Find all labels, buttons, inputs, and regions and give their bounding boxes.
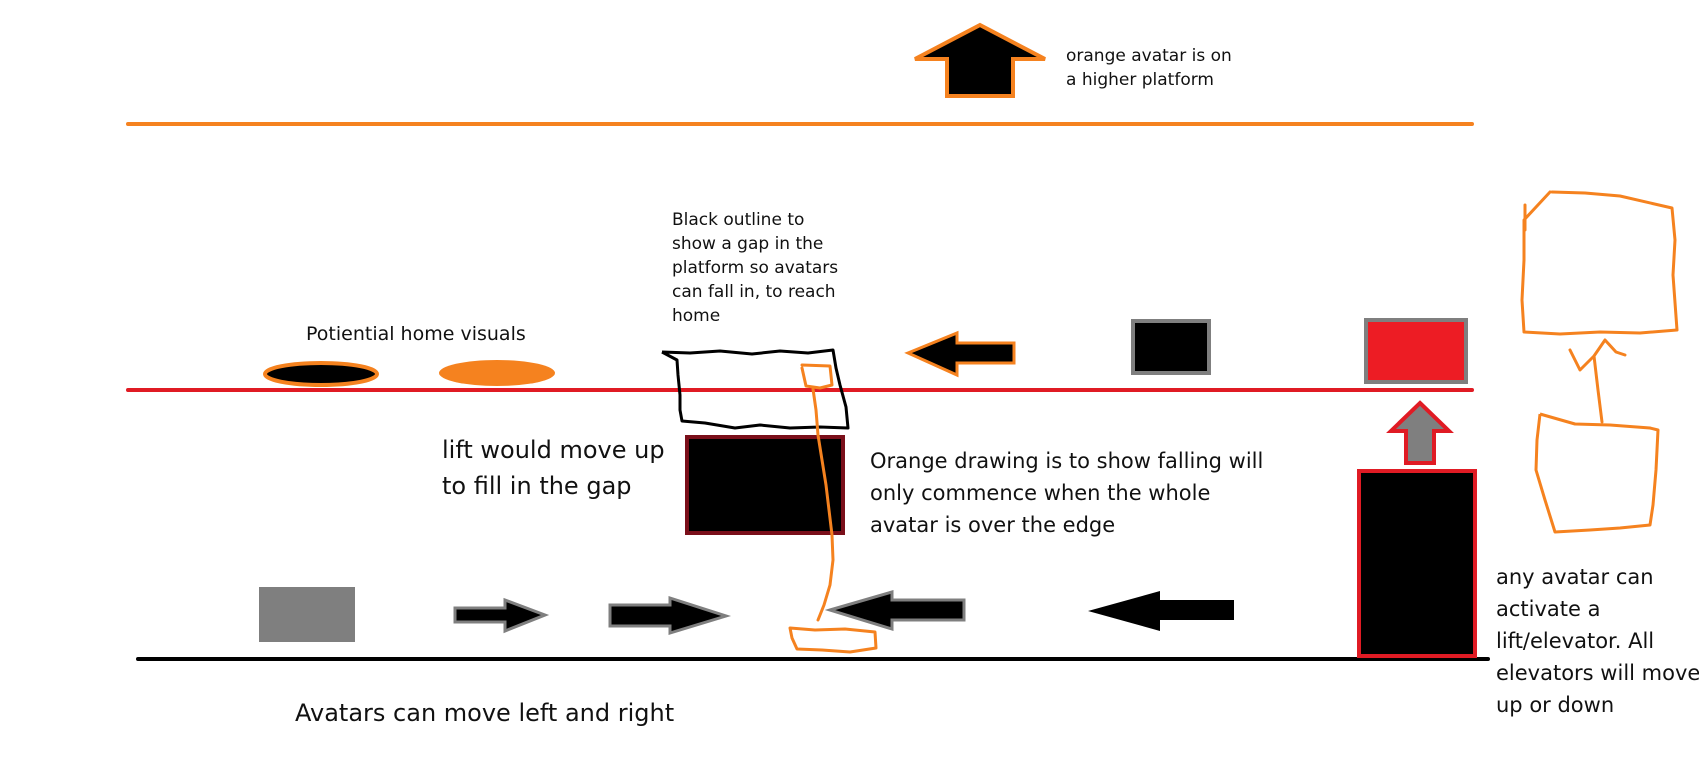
lift-note: lift would move up to fill in the gap bbox=[442, 432, 665, 504]
higher-platform-note: orange avatar is on a higher platform bbox=[1066, 44, 1232, 92]
falling-path-drawing bbox=[800, 363, 835, 622]
note-line: Black outline to bbox=[672, 210, 805, 230]
gray-avatar bbox=[259, 587, 355, 642]
left-arrow-large-icon bbox=[1088, 591, 1234, 631]
right-arrow-small-icon bbox=[453, 597, 550, 634]
note-line: to fill in the gap bbox=[442, 472, 632, 500]
falling-note: Orange drawing is to show falling will o… bbox=[870, 445, 1263, 541]
note-line: activate a bbox=[1496, 597, 1601, 621]
black-avatar bbox=[1131, 319, 1211, 375]
note-line: Orange drawing is to show falling will bbox=[870, 449, 1264, 473]
note-line: elevators will move bbox=[1496, 661, 1699, 685]
move-left-right-label: Avatars can move left and right bbox=[295, 699, 675, 727]
elevator-up-arrow-icon bbox=[1386, 400, 1454, 465]
elevator-sketch-arrow bbox=[1568, 338, 1627, 424]
elevator-shaft bbox=[1357, 469, 1477, 658]
home-visual-outlined bbox=[263, 361, 379, 387]
home-visual-solid bbox=[439, 360, 555, 386]
gap-outline bbox=[661, 348, 850, 430]
home-visuals-label: Potiential home visuals bbox=[306, 323, 526, 345]
note-line: avatar is over the edge bbox=[870, 513, 1116, 537]
note-line: only commence when the whole bbox=[870, 481, 1211, 505]
red-avatar bbox=[1364, 318, 1468, 384]
note-line: platform so avatars bbox=[672, 258, 839, 278]
elevator-sketch-upper bbox=[1520, 190, 1679, 336]
note-line: home bbox=[672, 306, 721, 326]
note-line: lift would move up bbox=[442, 436, 665, 464]
note-line: show a gap in the bbox=[672, 234, 824, 254]
up-arrow-icon bbox=[914, 22, 1046, 98]
note-line: a higher platform bbox=[1066, 70, 1214, 90]
right-arrow-medium-icon bbox=[608, 595, 732, 636]
landing-drawing bbox=[788, 626, 878, 654]
elevator-sketch-lower bbox=[1534, 412, 1660, 534]
note-line: orange avatar is on bbox=[1066, 46, 1232, 66]
note-line: lift/elevator. All bbox=[1496, 629, 1655, 653]
lift-block bbox=[685, 435, 845, 535]
elevator-note: any avatar can activate a lift/elevator.… bbox=[1496, 561, 1699, 721]
note-line: up or down bbox=[1496, 693, 1615, 717]
left-arrow-upper-icon bbox=[904, 330, 1016, 378]
left-arrow-medium-icon bbox=[824, 590, 966, 632]
note-line: any avatar can bbox=[1496, 565, 1654, 589]
note-line: can fall in, to reach bbox=[672, 282, 836, 302]
gap-note: Black outline to show a gap in the platf… bbox=[672, 208, 838, 328]
